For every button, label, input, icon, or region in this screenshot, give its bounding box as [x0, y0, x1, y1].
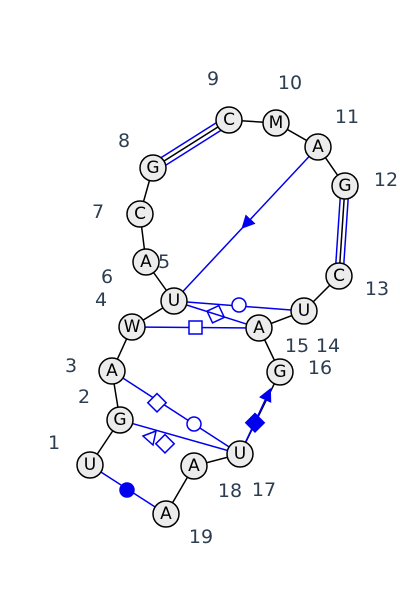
pair-8-9-line-a [150, 115, 228, 165]
nucleotide-2: G [106, 406, 134, 434]
nucleotide-6: A [132, 248, 160, 276]
position-label-12: 12 [374, 169, 398, 191]
nucleotide-circle [262, 109, 290, 137]
nucleotide-letter: A [188, 456, 200, 476]
nucleotide-circle [304, 133, 332, 161]
pair-5-14-circle [231, 297, 247, 313]
pair-17-16-square [244, 412, 266, 433]
position-label-5: 5 [158, 251, 170, 273]
nucleotide-letter: C [333, 266, 345, 286]
pair-2-17-line [119, 419, 241, 455]
nucleotide-circle [245, 314, 273, 342]
position-label-1: 1 [48, 432, 60, 454]
nucleotide-letter: A [106, 361, 118, 381]
nucleotide-10: M [262, 109, 290, 137]
position-label-3: 3 [65, 355, 77, 377]
nucleotide-14: U [290, 297, 318, 325]
position-label-9: 9 [207, 68, 219, 90]
nucleotide-13: C [325, 262, 353, 290]
nucleotide-12: G [331, 172, 359, 200]
position-label-18: 18 [218, 480, 242, 502]
nucleotide-letter: A [160, 504, 172, 524]
nucleotide-18: A [180, 452, 208, 480]
nucleotide-circle [325, 262, 353, 290]
nucleotide-letter: A [140, 252, 152, 272]
nucleotide-circle [215, 106, 243, 134]
position-label-15: 15 [285, 335, 309, 357]
nucleotide-circle [106, 406, 134, 434]
pair-8-9-line-b [154, 123, 232, 173]
pair-4-15-square [188, 320, 203, 335]
nucleotide-letter: G [273, 362, 286, 382]
nucleotide-7: C [126, 200, 154, 228]
nucleotide-letter: G [146, 158, 159, 178]
nucleotide-letter: C [223, 110, 235, 130]
nucleotide-9: C [215, 106, 243, 134]
pair-12-13-line-b [342, 185, 350, 277]
nucleotide-letter: A [253, 318, 265, 338]
interactions [89, 115, 350, 515]
nucleotide-letter: U [298, 301, 310, 321]
pair-3-17-circle [186, 416, 202, 432]
position-label-4: 4 [95, 289, 107, 311]
nucleotide-17: U [226, 440, 254, 468]
pair-3-17-square [146, 392, 168, 413]
pair-1-19-circle [119, 482, 135, 498]
nucleotide-letter: W [124, 317, 141, 337]
nucleotide-letter: U [234, 444, 246, 464]
pair-3-17-line [111, 370, 241, 455]
nucleotide-circle [118, 313, 146, 341]
nucleotide-circle [226, 440, 254, 468]
nucleotide-circle [290, 297, 318, 325]
position-labels: 1 2 3 4 5 6 7 8 9 10 11 12 13 14 15 16 1… [48, 68, 398, 548]
position-label-6: 6 [101, 266, 113, 288]
position-label-8: 8 [118, 130, 130, 152]
position-label-14: 14 [316, 335, 340, 357]
position-label-11: 11 [335, 106, 359, 128]
nucleotide-19: A [152, 500, 180, 528]
nucleotide-letter: U [84, 455, 96, 475]
position-label-7: 7 [92, 201, 104, 223]
nucleotide-letter: U [168, 291, 180, 311]
position-label-2: 2 [78, 386, 90, 408]
nucleotide-circle [331, 172, 359, 200]
nucleotide-letter: G [338, 176, 351, 196]
position-label-19: 19 [189, 526, 213, 548]
nucleotide-nodes: U G A W U A C G C M A G C U A G U A A [76, 106, 359, 528]
position-label-13: 13 [365, 278, 389, 300]
nucleotide-circle [139, 154, 167, 182]
nucleotide-letter: G [113, 410, 126, 430]
pair-11-5-line [173, 223, 247, 302]
nucleotide-15: A [245, 314, 273, 342]
position-label-16: 16 [308, 357, 332, 379]
position-label-17: 17 [252, 479, 276, 501]
pair-12-13-line-a [334, 185, 342, 277]
nucleotide-16: G [266, 358, 294, 386]
nucleotide-11: A [304, 133, 332, 161]
pair-2-17-triangle [141, 429, 158, 447]
pair-5-15-line [173, 300, 260, 329]
nucleotide-1: U [76, 451, 104, 479]
nucleotide-circle [76, 451, 104, 479]
nucleotide-circle [160, 287, 188, 315]
nucleotide-circle [180, 452, 208, 480]
nucleotide-letter: C [134, 204, 146, 224]
nucleotide-letter: M [269, 113, 284, 133]
nucleotide-circle [266, 358, 294, 386]
nucleotide-circle [132, 248, 160, 276]
nucleotide-circle [126, 200, 154, 228]
pair-11-5-arrow-line [241, 146, 319, 229]
pair-2-17-square [154, 433, 176, 454]
position-label-10: 10 [278, 72, 302, 94]
nucleotide-circle [152, 500, 180, 528]
nucleotide-3: A [98, 357, 126, 385]
nucleotide-circle [98, 357, 126, 385]
nucleotide-5: U [160, 287, 188, 315]
nucleotide-4: W [118, 313, 146, 341]
nucleotide-8: G [139, 154, 167, 182]
nucleotide-letter: A [312, 137, 324, 157]
